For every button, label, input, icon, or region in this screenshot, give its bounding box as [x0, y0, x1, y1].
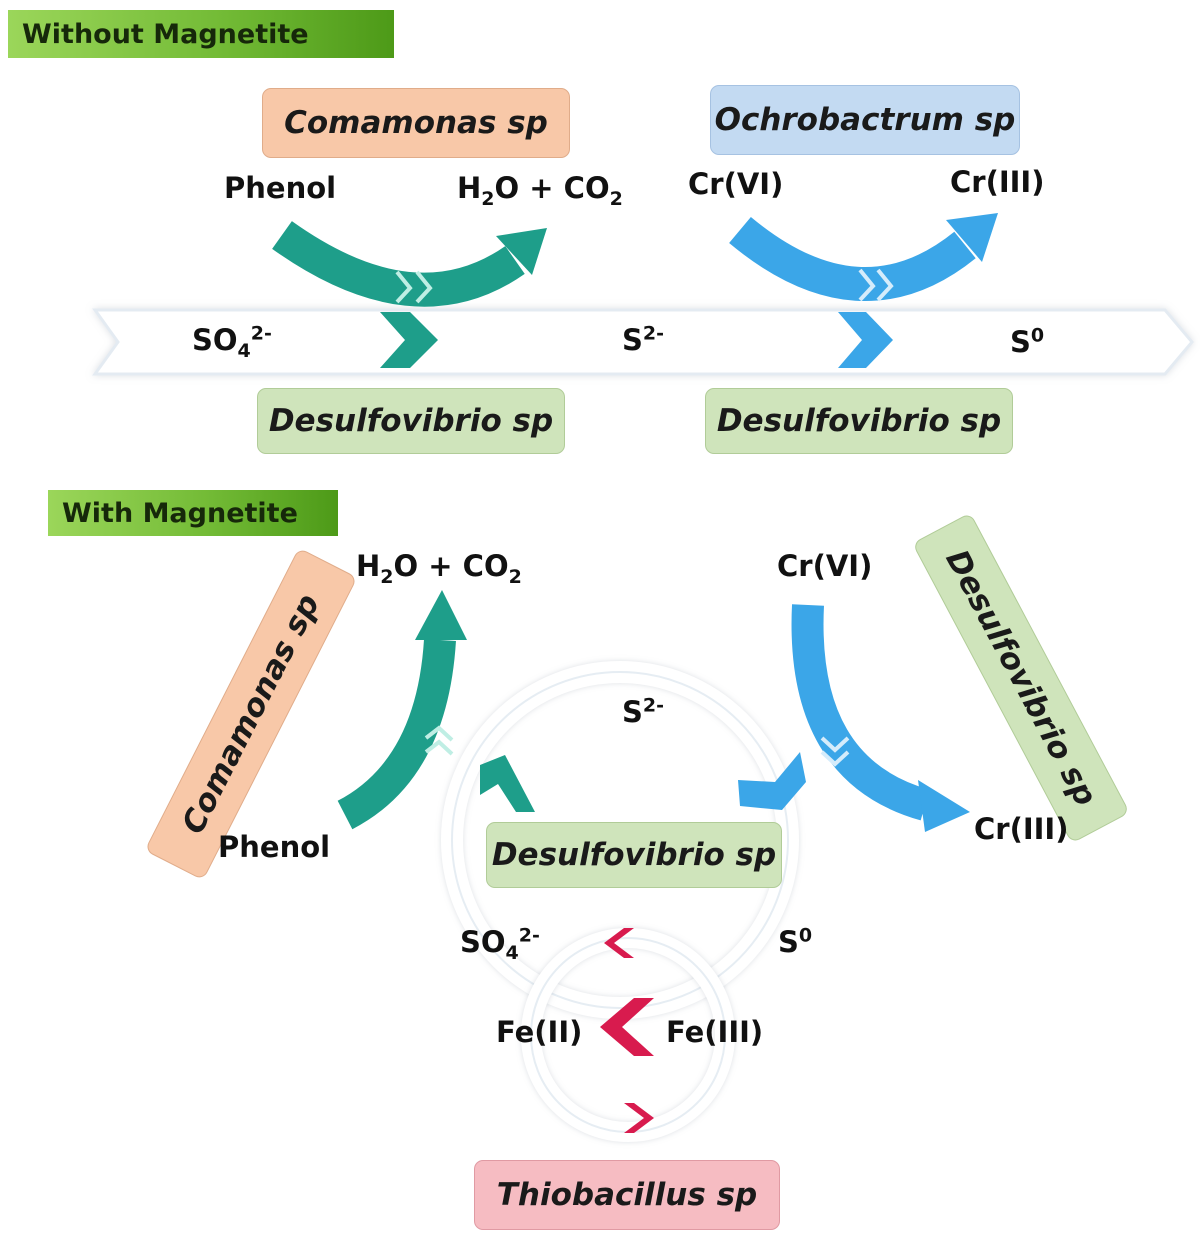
teal-chevron-small-icon	[395, 270, 413, 304]
blue-chevron-small-icon	[820, 750, 850, 767]
fe3-label: Fe(III)	[666, 1015, 764, 1049]
crimson-chevron-small-icon	[624, 1103, 654, 1133]
cr3-label: Cr(III)	[950, 165, 1045, 199]
fe2-label: Fe(II)	[496, 1015, 583, 1049]
cr6-label: Cr(VI)	[688, 167, 784, 201]
organism-label: Desulfovibrio sp	[716, 403, 1002, 439]
comamonas-box: Comamonas sp	[262, 88, 570, 158]
sulfate-label: SO42-	[192, 322, 272, 362]
teal-chevron-icon	[380, 312, 438, 368]
phenol-label: Phenol	[218, 830, 331, 864]
blue-chevron-small-icon	[858, 268, 876, 302]
chromium-reduction-arrow	[729, 216, 976, 302]
organism-label: Desulfovibrio sp	[268, 403, 554, 439]
section-header-without: Without Magnetite	[8, 10, 394, 58]
desulfovibrio-box: Desulfovibrio sp	[257, 388, 565, 454]
phenol-degradation-arrow	[272, 221, 525, 307]
teal-chevron-small-icon	[424, 725, 454, 742]
section-title: Without Magnetite	[22, 18, 309, 50]
chromium-reduction-arrow-2	[791, 604, 930, 821]
crimson-chevron-small-icon	[604, 928, 634, 958]
teal-chevron-small-icon	[424, 739, 454, 756]
organism-label: Thiobacillus sp	[496, 1177, 758, 1213]
teal-chevron-icon	[480, 755, 535, 812]
section-title: With Magnetite	[62, 497, 298, 529]
sulfur-label: S0	[1010, 324, 1045, 359]
organism-label: Comamonas sp	[284, 105, 548, 141]
phenol-degradation-arrow-2	[337, 638, 456, 830]
chromium-reduction-arrowhead	[946, 213, 998, 262]
water-co2-label: H2O + CO2	[457, 171, 623, 210]
blue-chevron-small-icon	[876, 268, 894, 302]
thiobacillus-box: Thiobacillus sp	[474, 1160, 780, 1230]
cr6-label: Cr(VI)	[777, 549, 873, 583]
phenol-degradation-arrowhead-2	[415, 590, 467, 640]
desulfovibrio-box-center: Desulfovibrio sp	[486, 822, 782, 888]
organism-label: Desulfovibrio sp	[491, 837, 777, 873]
blue-chevron-small-icon	[820, 736, 850, 753]
desulfovibrio-box: Desulfovibrio sp	[705, 388, 1013, 454]
teal-chevron-small-icon	[415, 270, 433, 304]
sulfate-label: SO42-	[460, 924, 540, 964]
blue-chevron-icon	[838, 312, 893, 368]
cr3-label: Cr(III)	[974, 812, 1069, 846]
sulfide-label: S2-	[622, 322, 664, 357]
sulfur-banner-arrow	[92, 308, 1194, 376]
sulfide-label: S2-	[622, 694, 664, 729]
sulfur-label: S0	[778, 924, 813, 959]
organism-label: Ochrobactrum sp	[714, 102, 1016, 138]
outer-sulfur-ring-line	[451, 671, 789, 1009]
phenol-label: Phenol	[224, 171, 337, 205]
phenol-degradation-arrowhead	[496, 228, 547, 275]
crimson-chevron-large-icon	[600, 998, 654, 1056]
blue-chevron-icon	[738, 752, 806, 810]
water-co2-label: H2O + CO2	[356, 549, 522, 588]
section-header-with: With Magnetite	[48, 490, 338, 536]
chromium-reduction-arrowhead-2	[918, 780, 970, 832]
ochrobactrum-box: Ochrobactrum sp	[710, 85, 1020, 155]
